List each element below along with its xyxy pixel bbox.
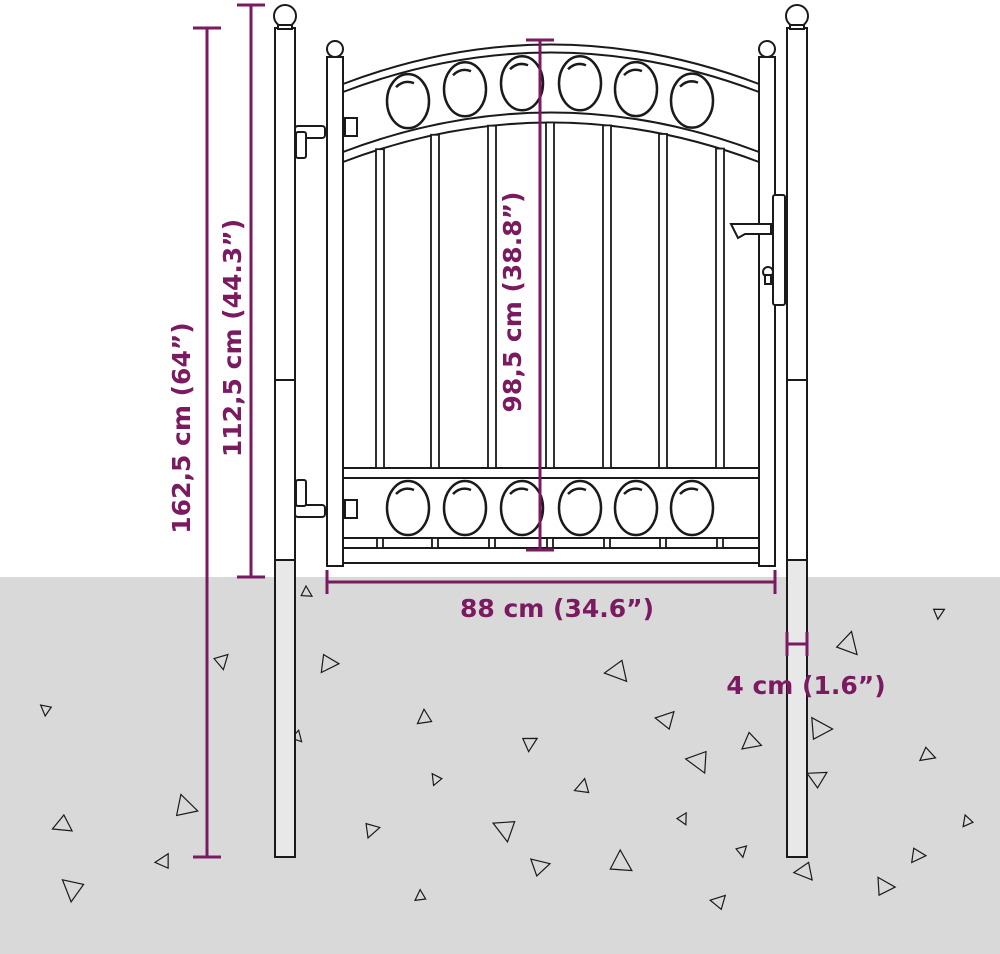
ring-highlight xyxy=(509,62,529,71)
gravel-stone xyxy=(416,707,433,725)
ring-highlight xyxy=(395,487,415,495)
ring-highlight xyxy=(623,68,643,77)
ring-ornament-top xyxy=(557,55,603,112)
ring-ornament-bottom xyxy=(669,479,715,537)
gravel-stone xyxy=(573,777,590,794)
gate-bar xyxy=(375,148,385,469)
dimension-lines xyxy=(193,3,809,859)
ring-ornament-bottom xyxy=(385,479,431,537)
gate-bar xyxy=(602,124,612,469)
gravel-stone xyxy=(521,737,539,753)
bar-foot xyxy=(546,537,554,549)
ring-ornament-bottom xyxy=(499,479,545,537)
gravel-stone xyxy=(675,811,687,826)
bar-foot xyxy=(716,537,724,549)
gate-bar xyxy=(658,133,668,469)
gravel-stone xyxy=(835,630,858,656)
total-height-label: 162,5 cm (64”) xyxy=(167,322,196,533)
gravel-stone xyxy=(320,653,341,674)
ring-highlight xyxy=(452,487,472,495)
bottom-hinge xyxy=(294,479,358,519)
gravel-stone xyxy=(300,584,314,597)
gravel-stone xyxy=(684,750,707,775)
gravel-stone xyxy=(932,608,946,621)
post-above-ground-label: 112,5 cm (44.3”) xyxy=(218,219,247,457)
gravel-stone xyxy=(529,858,552,877)
gate-frame xyxy=(326,40,776,567)
gravel-stone xyxy=(175,793,199,817)
gravel-stone xyxy=(792,861,813,881)
ring-ornament-bottom xyxy=(442,479,488,537)
gravel-stone xyxy=(609,848,633,872)
bar-foot xyxy=(603,537,611,549)
gravel-stone xyxy=(365,822,382,840)
door-width-label-bg xyxy=(454,592,658,626)
left-post xyxy=(273,4,297,858)
ring-ornament-bottom xyxy=(557,479,603,537)
gravel-stone xyxy=(962,813,975,828)
ring-ornament-top xyxy=(613,60,659,118)
door-height-label: 98,5 cm (38.8”) xyxy=(498,192,527,413)
post-width-label: 4 cm (1.6”) xyxy=(726,671,885,700)
gate-bar xyxy=(487,124,497,469)
gate-bar xyxy=(715,147,725,469)
gravel-stone xyxy=(918,746,937,762)
bar-foot xyxy=(376,537,384,549)
ring-ornament-top xyxy=(669,72,715,129)
ring-highlight xyxy=(567,487,587,495)
gravel-stone xyxy=(877,876,897,897)
gravel-stone xyxy=(491,821,516,844)
ring-highlight xyxy=(623,487,643,495)
gravel-stone xyxy=(811,716,834,741)
gravel-stone xyxy=(741,731,763,750)
gravel-stone xyxy=(51,813,74,832)
ring-ornament-top xyxy=(499,55,545,112)
ring-ornaments xyxy=(385,55,715,537)
right-post xyxy=(785,4,809,858)
gravel-stone xyxy=(806,771,828,789)
gate-bar xyxy=(430,133,440,469)
bar-foot xyxy=(431,537,439,549)
gravel-stone xyxy=(39,704,53,718)
gate-bar xyxy=(545,121,555,469)
ring-highlight xyxy=(452,68,472,77)
gate-handle xyxy=(729,194,786,306)
gravel-stone xyxy=(603,659,628,683)
bar-foot xyxy=(488,537,496,549)
ring-highlight xyxy=(567,62,587,71)
gravel-stone xyxy=(153,852,169,870)
gravel-stone xyxy=(708,894,727,911)
door-width-label: 88 cm (34.6”) xyxy=(460,594,654,623)
gravel-stone xyxy=(61,879,85,904)
gravel-marks xyxy=(39,584,975,911)
ring-ornament-bottom xyxy=(613,479,659,537)
gate-bars xyxy=(375,121,725,549)
gravel-stone xyxy=(431,772,443,787)
ring-highlight xyxy=(679,80,699,88)
gravel-stone xyxy=(910,847,928,864)
gravel-stone xyxy=(414,888,427,902)
gravel-stone xyxy=(653,710,675,731)
ring-highlight xyxy=(509,487,529,495)
gravel-stone xyxy=(735,845,748,859)
gravel-stone xyxy=(213,653,229,671)
ring-highlight xyxy=(395,80,415,89)
ring-ornament-top xyxy=(442,61,488,118)
ground-area xyxy=(0,577,1000,954)
bar-foot xyxy=(659,537,667,549)
ring-ornament-top xyxy=(385,72,431,130)
top-hinge xyxy=(294,117,358,159)
ring-highlight xyxy=(679,487,699,495)
